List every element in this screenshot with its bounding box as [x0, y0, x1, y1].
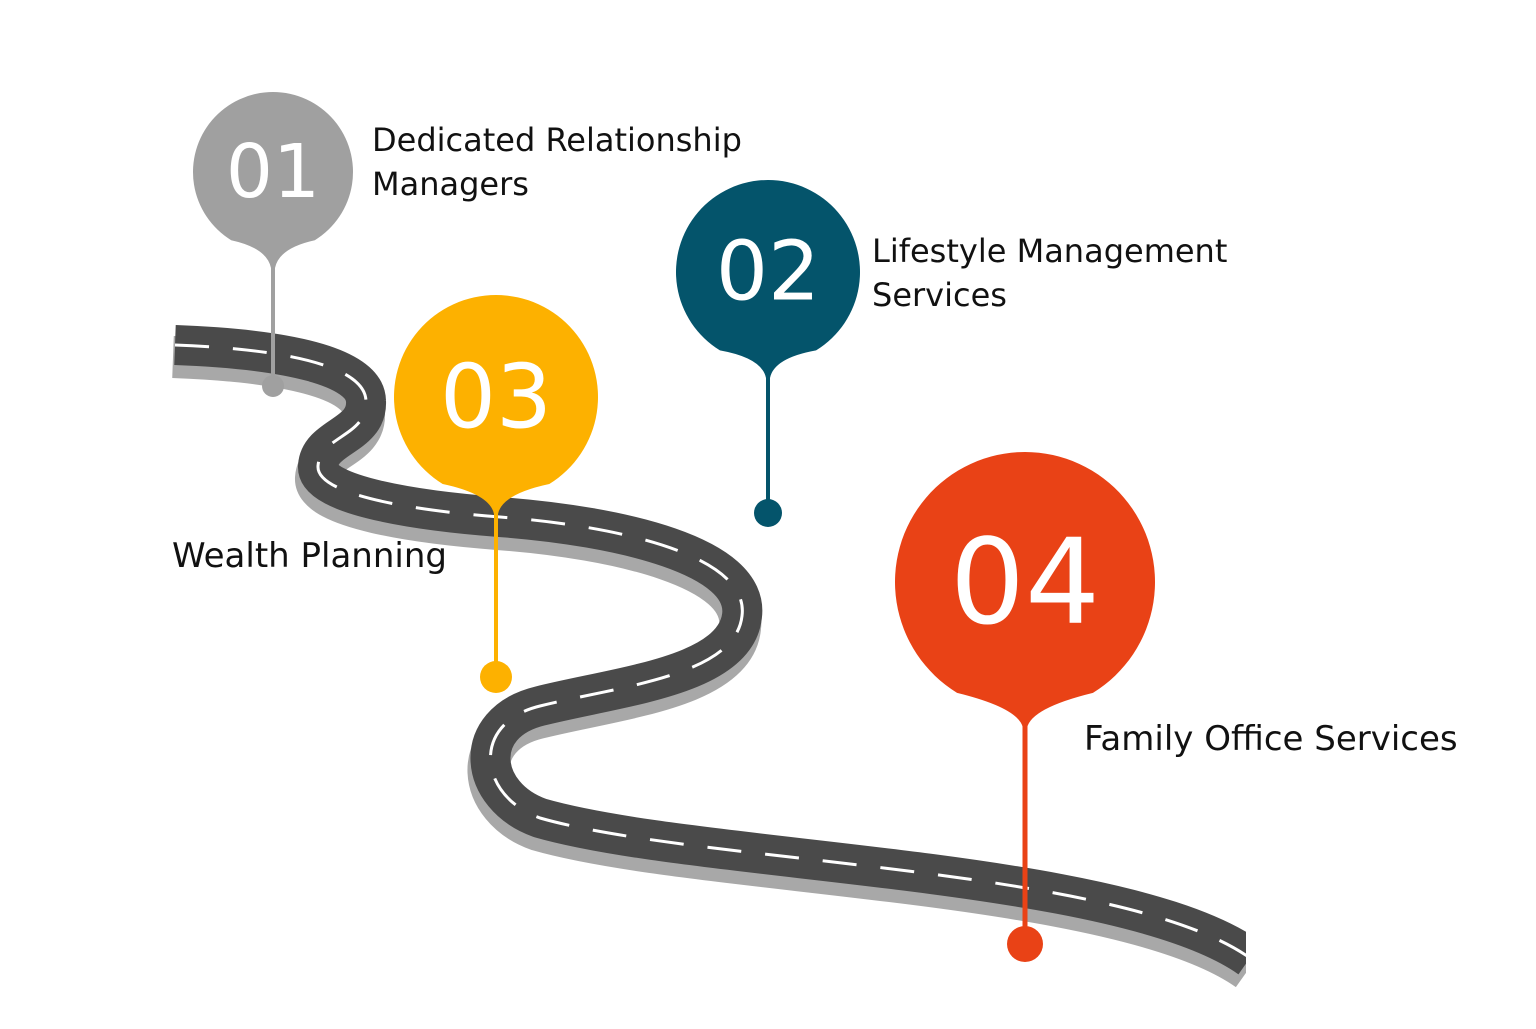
step-01-label: Dedicated Relationship Managers [372, 118, 742, 206]
pin-03-dot [480, 661, 512, 693]
step-02-label: Lifestyle Management Services [872, 229, 1227, 317]
step-04-line-1: Family Office Services [1084, 719, 1458, 759]
pin-02-dot [754, 499, 782, 527]
road [172, 325, 1246, 988]
pin-03-number: 03 [440, 346, 552, 449]
pin-03: 03 [394, 294, 598, 693]
pins-layer: 01 02 03 04 [193, 92, 1155, 962]
road-center-dashes [174, 343, 1246, 958]
step-01-line-2: Managers [372, 165, 529, 203]
pin-04: 04 [895, 452, 1155, 962]
pin-01-dot [262, 375, 284, 397]
pin-01-head [193, 92, 353, 268]
pin-02: 02 [675, 180, 860, 527]
step-01-line-1: Dedicated Relationship [372, 121, 742, 159]
step-03-line-1: Wealth Planning [172, 536, 447, 576]
step-04-label: Family Office Services [1084, 717, 1458, 761]
pin-04-number: 04 [950, 513, 1100, 651]
step-03-label: Wealth Planning [172, 534, 447, 578]
pin-03-head [394, 294, 598, 514]
pin-01-number: 01 [226, 129, 320, 215]
pin-01: 01 [193, 92, 353, 397]
pin-04-dot [1007, 926, 1043, 962]
step-02-line-2: Services [872, 276, 1007, 314]
pin-02-head [675, 180, 860, 378]
pin-04-head [895, 452, 1155, 728]
pin-02-number: 02 [716, 225, 820, 320]
step-02-line-1: Lifestyle Management [872, 232, 1228, 270]
